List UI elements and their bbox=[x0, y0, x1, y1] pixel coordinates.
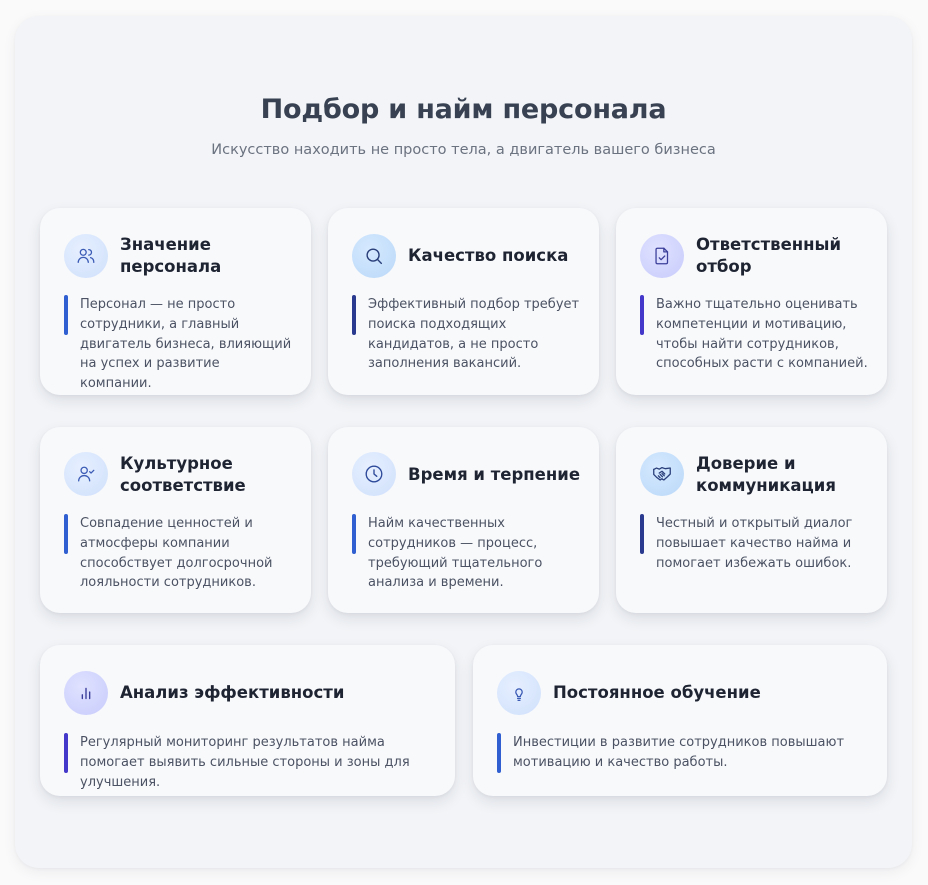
users-icon bbox=[64, 234, 108, 278]
card-title: Доверие и коммуникация bbox=[696, 454, 836, 495]
page-subtitle: Искусство находить не просто тела, а дви… bbox=[211, 142, 716, 158]
clock-icon bbox=[352, 452, 396, 496]
card-trust-communication: Доверие и коммуникация Честный и открыты… bbox=[616, 427, 887, 613]
accent-bar bbox=[64, 514, 68, 554]
card-description-block: Найм качественных сотрудников — процесс,… bbox=[352, 514, 581, 593]
card-title: Культурное соответствие bbox=[120, 454, 246, 495]
card-title: Качество поиска bbox=[408, 246, 569, 265]
accent-bar bbox=[640, 514, 644, 554]
card-description: Важно тщательно оценивать компетенции и … bbox=[656, 297, 868, 372]
user-check-icon bbox=[64, 452, 108, 496]
card-title: Ответственный отбор bbox=[696, 235, 842, 276]
search-icon bbox=[352, 234, 396, 278]
card-continuous-learning: Постоянное обучение Инвестиции в развити… bbox=[473, 645, 887, 796]
card-description: Инвестиции в развитие сотрудников повыша… bbox=[513, 735, 845, 770]
card-description-block: Инвестиции в развитие сотрудников повыша… bbox=[497, 733, 869, 773]
card-search-quality: Качество поиска Эффективный подбор требу… bbox=[328, 208, 599, 395]
accent-bar bbox=[352, 295, 356, 335]
file-check-icon bbox=[640, 234, 684, 278]
card-description-block: Совпадение ценностей и атмосферы компани… bbox=[64, 514, 293, 593]
handshake-icon bbox=[640, 452, 684, 496]
card-description: Персонал — не просто сотрудники, а главн… bbox=[80, 297, 292, 392]
bar-chart-icon bbox=[64, 671, 108, 715]
accent-bar bbox=[352, 514, 356, 554]
card-description-block: Регулярный мониторинг результатов найма … bbox=[64, 733, 437, 792]
card-responsible-selection: Ответственный отбор Важно тщательно оцен… bbox=[616, 208, 887, 395]
card-title: Время и терпение bbox=[408, 465, 581, 484]
card-description-block: Важно тщательно оценивать компетенции и … bbox=[640, 295, 869, 374]
card-cultural-fit: Культурное соответствие Совпадение ценно… bbox=[40, 427, 311, 613]
accent-bar bbox=[64, 295, 68, 335]
card-title: Анализ эффективности bbox=[120, 683, 345, 702]
card-description-block: Честный и открытый диалог повышает качес… bbox=[640, 514, 869, 573]
accent-bar bbox=[497, 733, 501, 773]
card-description-block: Персонал — не просто сотрудники, а главн… bbox=[64, 295, 293, 394]
card-description: Эффективный подбор требует поиска подход… bbox=[368, 297, 580, 372]
card-title: Постоянное обучение bbox=[553, 683, 761, 702]
accent-bar bbox=[640, 295, 644, 335]
card-time-patience: Время и терпение Найм качественных сотру… bbox=[328, 427, 599, 613]
card-description: Найм качественных сотрудников — процесс,… bbox=[368, 516, 543, 591]
card-description: Честный и открытый диалог повышает качес… bbox=[656, 516, 853, 571]
card-description: Совпадение ценностей и атмосферы компани… bbox=[80, 516, 273, 591]
accent-bar bbox=[64, 733, 68, 773]
page-title: Подбор и найм персонала bbox=[260, 94, 667, 125]
lightbulb-icon bbox=[497, 671, 541, 715]
card-staff-value: Значение персонала Персонал — не просто … bbox=[40, 208, 311, 395]
card-description: Регулярный мониторинг результатов найма … bbox=[80, 735, 410, 790]
card-description-block: Эффективный подбор требует поиска подход… bbox=[352, 295, 581, 374]
card-title: Значение персонала bbox=[120, 235, 222, 276]
card-performance-analysis: Анализ эффективности Регулярный монитори… bbox=[40, 645, 455, 796]
